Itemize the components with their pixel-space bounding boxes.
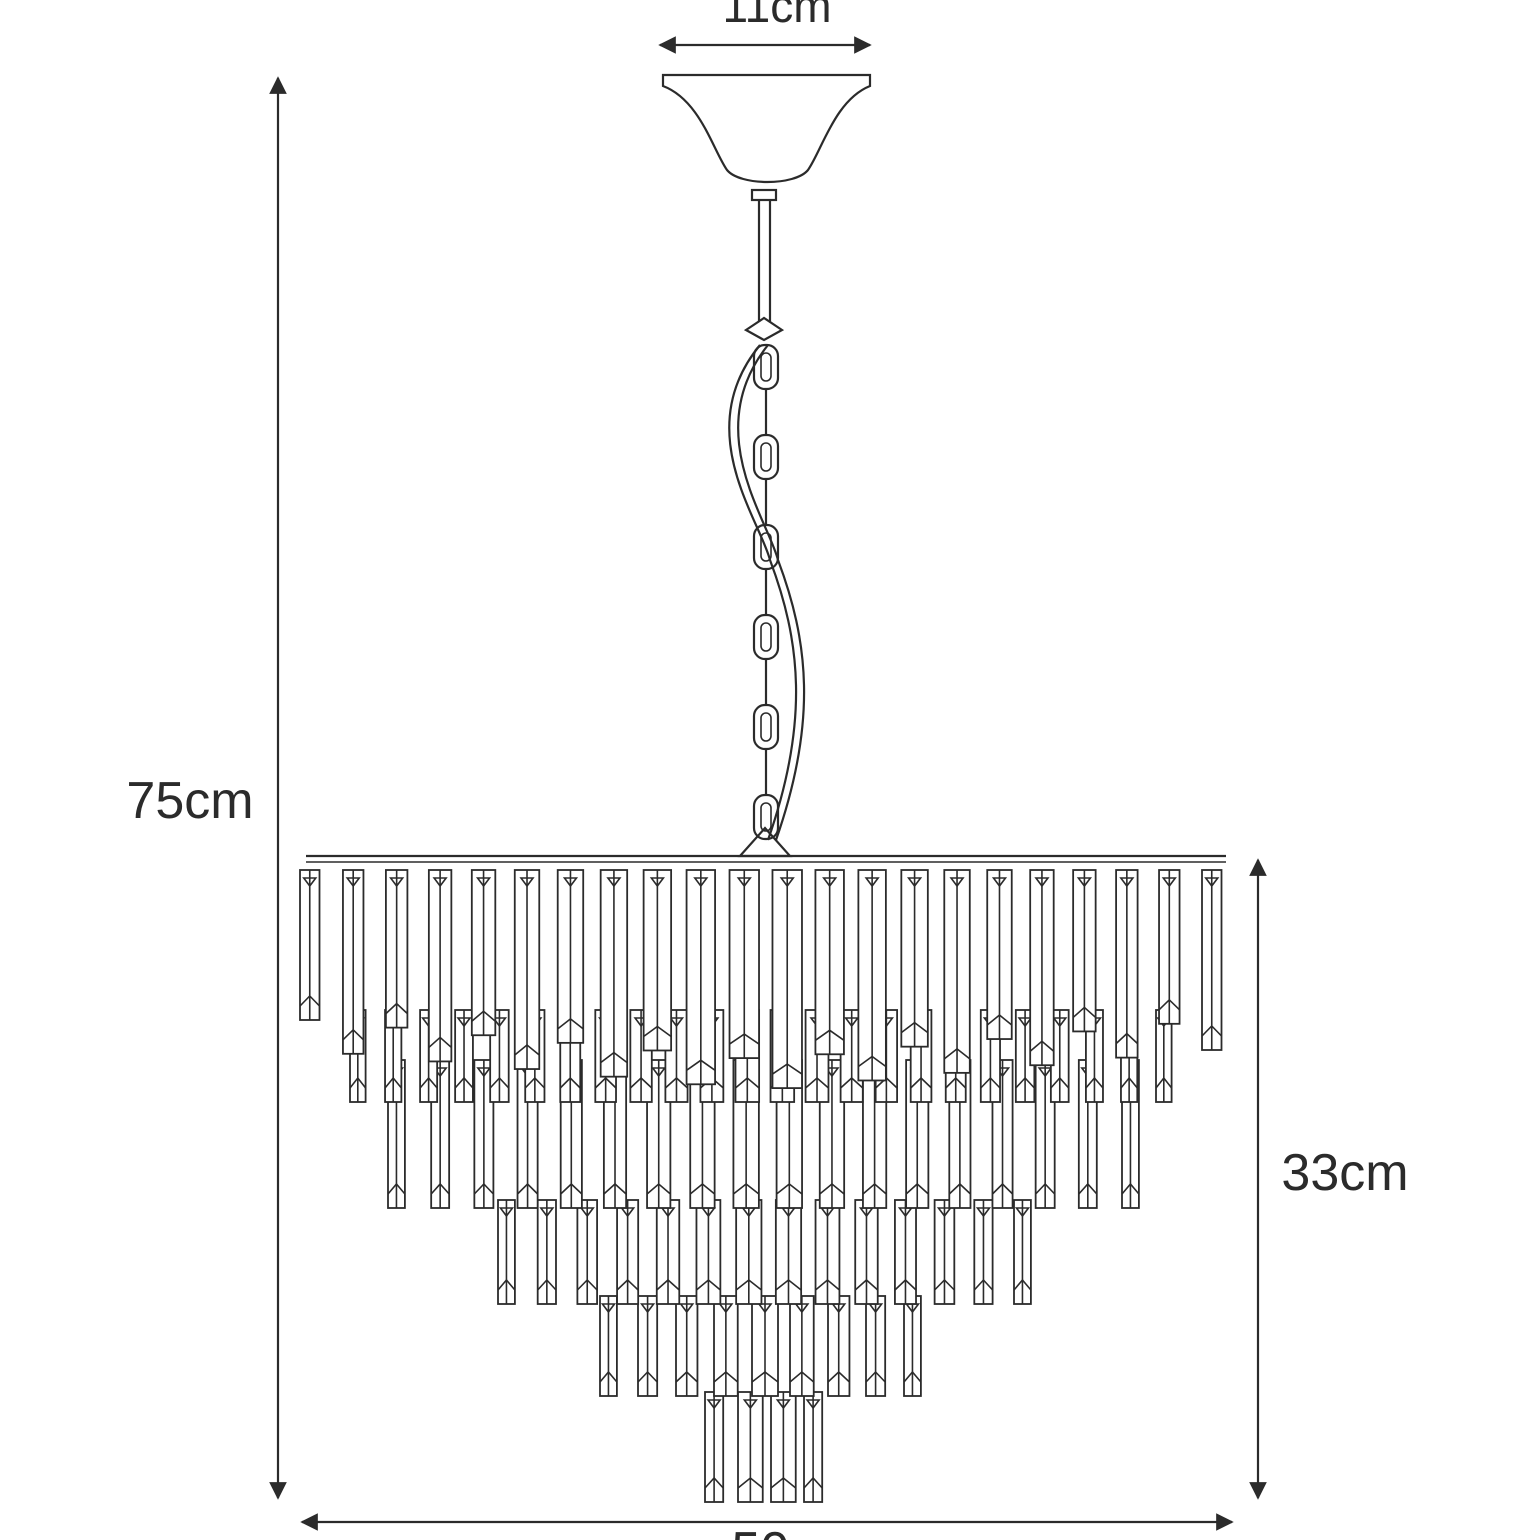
crystal-prism: [803, 1391, 824, 1503]
crystal-prism: [616, 1199, 640, 1305]
chain-link: [752, 613, 780, 661]
crystal-prism: [1029, 869, 1055, 1067]
crystal-prism: [1201, 869, 1223, 1051]
chain-link: [752, 793, 780, 841]
crystal-prism: [576, 1199, 598, 1305]
crystal-prism: [728, 869, 760, 1059]
dimension-diameter: 50cm: [300, 1513, 1234, 1540]
crystal-prism: [770, 1391, 797, 1503]
crystal-prism: [704, 1391, 725, 1503]
crystal-prism: [774, 1199, 803, 1305]
crystal-prism: [713, 1295, 739, 1397]
body-height-label: 33cm: [1281, 1144, 1408, 1202]
crystal-prism: [865, 1295, 887, 1397]
crystal-prism: [470, 869, 497, 1037]
crystal-prism: [342, 869, 365, 1055]
chain-link: [752, 703, 780, 751]
crystal-prism: [675, 1295, 699, 1397]
crystal-prism: [637, 1295, 659, 1397]
power-cable: [728, 344, 806, 841]
ceiling-canopy: [661, 73, 872, 184]
crystal-prism: [385, 869, 409, 1029]
crystal-prism: [454, 1009, 474, 1103]
crystal-prism: [497, 1199, 516, 1305]
crystal-prism: [536, 1199, 557, 1305]
crystal-prism: [814, 869, 845, 1056]
crystal-prism: [655, 1199, 681, 1305]
chain-link-inner: [760, 622, 772, 652]
crystal-prism: [1158, 869, 1181, 1025]
crystal-prism: [695, 1199, 722, 1305]
crystal-prism: [642, 869, 673, 1052]
crystal-prism: [986, 869, 1013, 1040]
canopy-width-label: 11cm: [722, 0, 831, 32]
total-height-label: 75cm: [126, 772, 253, 830]
crystal-prism: [1013, 1199, 1032, 1305]
chain-link-inner: [760, 352, 772, 382]
crystal-prism: [427, 869, 453, 1063]
crystal-prism: [1115, 869, 1139, 1059]
crystal-prism: [1072, 869, 1097, 1033]
suspension-rod: [743, 188, 785, 342]
crystal-prism: [599, 1295, 618, 1397]
crystal-prism: [384, 1009, 403, 1103]
crystal-prism: [854, 1199, 879, 1305]
crystal-prism: [735, 1199, 763, 1305]
crystal-prism: [943, 869, 971, 1074]
crystal-prism: [685, 869, 716, 1086]
crystal-prism: [894, 1199, 917, 1305]
chain-link: [752, 343, 780, 391]
crystal-prism: [857, 869, 887, 1082]
chain-link-inner: [760, 712, 772, 742]
crystal-tiers: [299, 869, 1223, 1503]
crystal-prism: [751, 1295, 779, 1397]
crystal-prism: [556, 869, 585, 1044]
crystal-prism: [900, 869, 929, 1048]
crystal-prism: [814, 1199, 841, 1305]
chain-link-inner: [760, 442, 772, 472]
crystal-prism: [299, 869, 321, 1021]
dimension-canopy-width: 11cm: [658, 0, 872, 54]
crystal-prism: [827, 1295, 851, 1397]
crystal-prism: [973, 1199, 994, 1305]
dimension-total-height: 75cm: [126, 76, 287, 1500]
crystal-prism: [599, 869, 629, 1078]
crystal-prism: [771, 869, 803, 1089]
crystal-prism: [789, 1295, 815, 1397]
crystal-prism: [903, 1295, 922, 1397]
crystal-prism: [1034, 1059, 1056, 1209]
dimension-body-height: 33cm: [1249, 858, 1409, 1500]
chain-link: [752, 433, 780, 481]
diameter-label: 50cm: [731, 1522, 858, 1540]
crystal-prism: [737, 1391, 764, 1503]
chain-link-inner: [760, 532, 772, 562]
chain-link-inner: [760, 802, 772, 832]
crystal-prism: [513, 869, 541, 1070]
crystal-prism: [473, 1059, 495, 1209]
chain-link: [752, 523, 780, 571]
suspension-chain: [752, 343, 780, 841]
frame-top-mount: [306, 826, 1226, 863]
crystal-prism: [933, 1199, 956, 1305]
